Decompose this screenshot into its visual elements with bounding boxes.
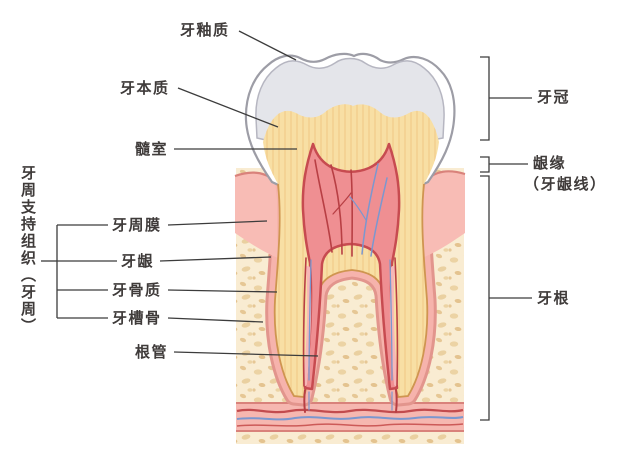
label-pulp-chamber: 髓室 bbox=[135, 141, 169, 158]
pulp-vessels bbox=[302, 159, 399, 413]
leader-lines bbox=[159, 30, 319, 357]
label-crown: 牙冠 bbox=[537, 89, 571, 106]
gingival-margin-bracket bbox=[480, 156, 528, 173]
label-dentin: 牙本质 bbox=[120, 80, 170, 97]
label-periodontium-group: 牙周支持组织（牙周） bbox=[19, 165, 36, 335]
root-canal-right bbox=[389, 266, 398, 386]
label-root-canal: 根管 bbox=[135, 344, 169, 361]
periodontium-group-bracket bbox=[41, 224, 117, 319]
label-gingival-margin: 龈缘 bbox=[533, 155, 567, 172]
label-cementum: 牙骨质 bbox=[112, 282, 162, 299]
root-bracket bbox=[480, 175, 532, 421]
label-gingiva: 牙龈 bbox=[121, 253, 155, 270]
vein-horizontal bbox=[236, 416, 464, 421]
gingiva-left bbox=[235, 172, 278, 258]
mandibular-vessel-channel bbox=[236, 402, 464, 432]
gingiva-right bbox=[422, 171, 465, 258]
label-gingival-margin-sub: （牙龈线） bbox=[524, 176, 607, 193]
artery-horizontal bbox=[236, 408, 464, 414]
gingiva-region bbox=[234, 170, 466, 258]
cementum-outline bbox=[273, 183, 429, 398]
label-enamel: 牙釉质 bbox=[180, 22, 230, 39]
label-periodontal-membrane: 牙周膜 bbox=[112, 217, 162, 234]
root-canal-left bbox=[303, 266, 312, 386]
label-alveolar-bone: 牙槽骨 bbox=[112, 310, 162, 327]
crown-bracket bbox=[480, 56, 532, 141]
label-root: 牙根 bbox=[537, 290, 571, 307]
